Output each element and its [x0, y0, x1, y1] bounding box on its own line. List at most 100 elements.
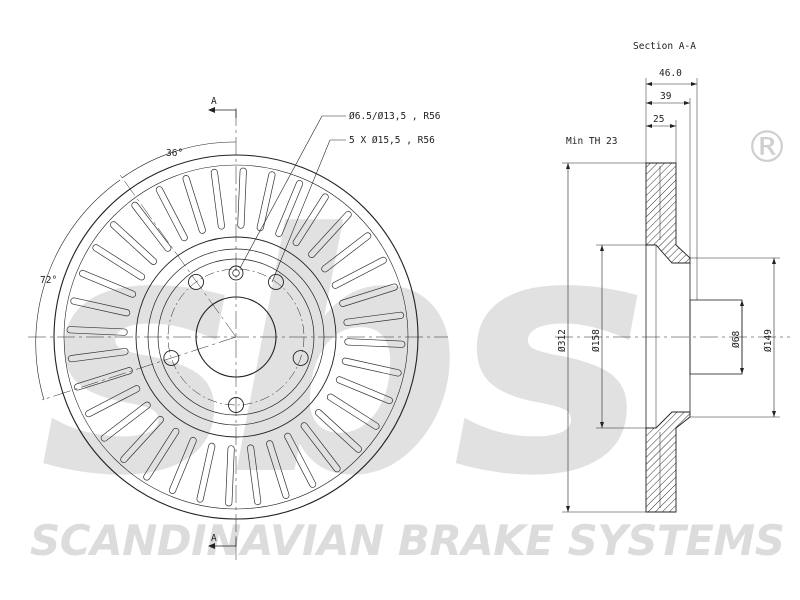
- vent-slot-outline: [100, 401, 151, 442]
- vent-slot: [344, 338, 406, 348]
- vent-slot-outline: [143, 427, 180, 481]
- vent-slot: [120, 416, 164, 463]
- dim-min-thickness: Min TH 23: [566, 136, 617, 147]
- vent-slot-outline: [275, 180, 304, 238]
- vent-slot-outline: [300, 422, 341, 473]
- angle-ray-72: [41, 336, 237, 401]
- vent-slot: [110, 221, 157, 265]
- bolt-hole: [292, 350, 309, 366]
- angle-36-label: 36°: [166, 148, 183, 159]
- vent-slot: [326, 393, 380, 430]
- section-arrow-top: [212, 109, 237, 118]
- dim-total-height: 46.0: [659, 68, 682, 79]
- front-view: [28, 107, 448, 560]
- vent-slot-outline: [344, 338, 406, 348]
- dim-hat-diameter: Ø149: [763, 329, 774, 352]
- vent-slot-outline: [168, 436, 197, 494]
- vent-slot: [131, 201, 172, 252]
- section-ring-lower: [645, 411, 691, 513]
- vent-slot-outline: [256, 171, 276, 232]
- dimension-arrowhead: [646, 124, 652, 128]
- section-title: Section A-A: [633, 41, 696, 52]
- vent-slot: [343, 311, 405, 326]
- vent-slot-outline: [343, 311, 405, 326]
- vent-slot: [100, 401, 151, 442]
- dimension-arrowhead: [566, 163, 570, 169]
- section-marker-top-label: A: [211, 96, 217, 107]
- section-marker-bottom-label: A: [211, 533, 217, 544]
- vent-slot-outline: [341, 357, 402, 377]
- vent-slot-outline: [120, 416, 164, 463]
- vent-slot-outline: [315, 409, 362, 453]
- vent-slot-outline: [67, 348, 129, 363]
- dimension-arrowhead: [691, 82, 697, 86]
- note-small-holes: Ø6.5/Ø13,5 , R56: [349, 111, 441, 122]
- vent-slot-outline: [225, 445, 235, 507]
- leader-bolt-holes: [271, 139, 346, 283]
- watermark-logo: sbs: [40, 164, 639, 548]
- vent-slot: [341, 357, 402, 377]
- vent-slot-outline: [321, 232, 372, 273]
- vent-slot: [168, 436, 197, 494]
- section-arrow-bottom-head: [208, 543, 215, 549]
- section-view: [555, 78, 790, 513]
- vent-slot-outline: [210, 168, 225, 230]
- vent-slot: [300, 422, 341, 473]
- watermark: sbs ® SCANDINAVIAN BRAKE SYSTEMS: [30, 122, 789, 565]
- dimension-arrows: [566, 82, 776, 512]
- vent-slot: [284, 432, 317, 488]
- bolt-hole: [163, 350, 180, 366]
- vent-slot: [225, 445, 235, 507]
- vent-slot-outline: [155, 186, 188, 242]
- dimension-arrowhead: [646, 101, 652, 105]
- dim-flange-height: 25: [653, 114, 664, 125]
- vent-slot-outline: [66, 326, 128, 336]
- vent-slot-outline: [326, 393, 380, 430]
- vent-slot: [85, 385, 141, 418]
- dim-hub-height: 39: [660, 91, 672, 102]
- vent-slot: [331, 256, 387, 289]
- vent-slot-outline: [92, 244, 146, 281]
- bolt-hole: [268, 274, 284, 290]
- vent-slot: [315, 409, 362, 453]
- dimension-arrowhead: [740, 300, 744, 306]
- dim-inner-diameter: Ø158: [591, 329, 602, 352]
- vent-slot: [308, 211, 352, 258]
- section-ring-upper: [645, 162, 691, 264]
- vent-slot: [182, 175, 206, 234]
- watermark-registered-mark: ®: [745, 122, 789, 173]
- angle-72-label: 72°: [40, 275, 57, 286]
- vent-slot: [66, 326, 128, 336]
- vent-slot: [292, 193, 329, 247]
- vent-slot: [79, 269, 137, 298]
- vent-slot-outline: [237, 167, 247, 229]
- dimension-arrowhead: [566, 506, 570, 512]
- dimension-arrowhead: [670, 124, 676, 128]
- vent-slot-outline: [247, 444, 262, 506]
- vent-slot: [266, 440, 290, 499]
- vent-slot: [70, 297, 131, 317]
- vent-slot: [92, 244, 146, 281]
- vent-slot-outline: [339, 283, 398, 307]
- vent-slot-outline: [131, 201, 172, 252]
- note-bolt-holes: 5 X Ø15,5 , R56: [349, 135, 435, 146]
- vent-slot-outline: [110, 221, 157, 265]
- dimension-arrowhead: [772, 258, 776, 264]
- leader-small-hole: [239, 115, 346, 269]
- dim-outer-diameter: Ø312: [557, 329, 568, 352]
- vent-slot-outline: [182, 175, 206, 234]
- dimension-arrowhead: [646, 82, 652, 86]
- vent-slot-outline: [85, 385, 141, 418]
- vent-slot-outline: [266, 440, 290, 499]
- vent-slot: [275, 180, 304, 238]
- vent-slot-outline: [196, 442, 216, 503]
- vent-slot: [247, 444, 262, 506]
- vent-slot: [237, 167, 247, 229]
- dimension-arrowhead: [600, 422, 604, 428]
- vent-slot-outline: [284, 432, 317, 488]
- vent-slot-outline: [308, 211, 352, 258]
- dimension-arrowhead: [772, 411, 776, 417]
- dimension-arrowhead: [740, 368, 744, 374]
